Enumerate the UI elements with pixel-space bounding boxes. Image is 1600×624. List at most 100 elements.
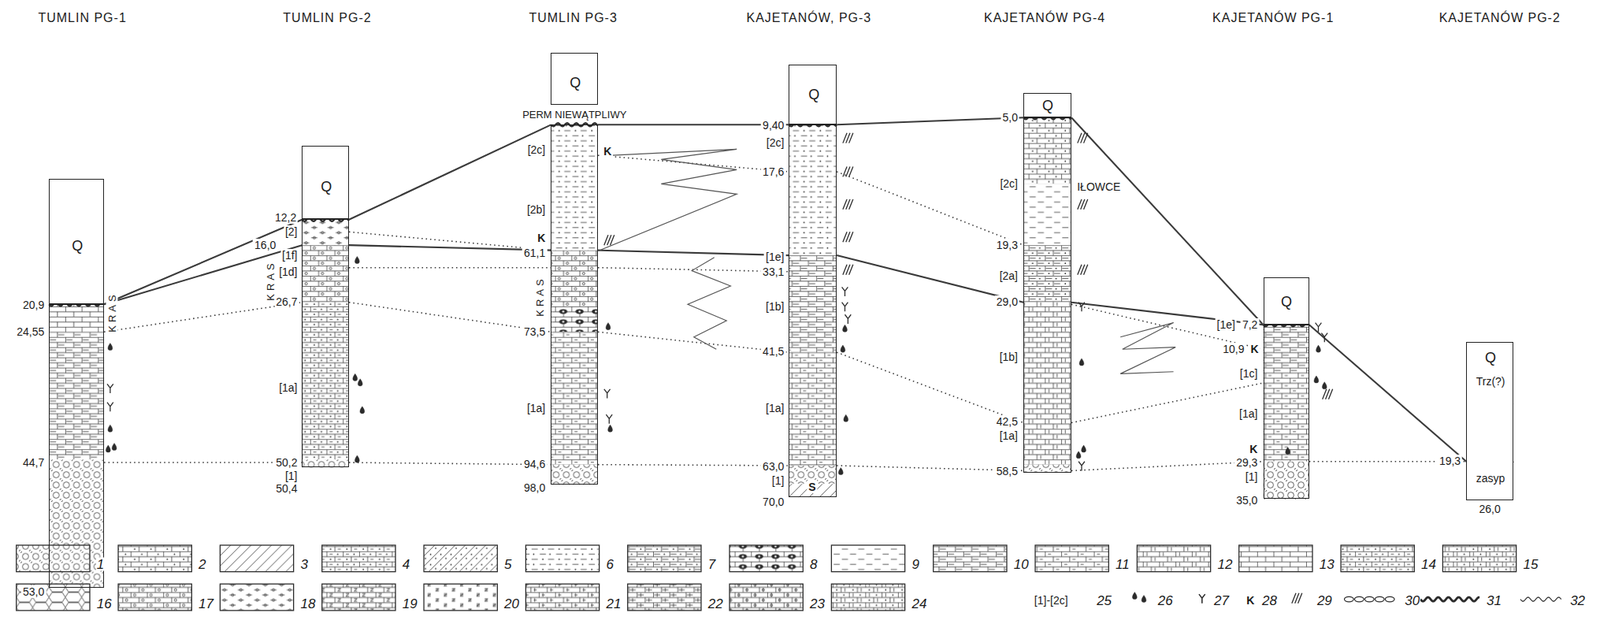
plant-symbol [1077, 133, 1088, 144]
unconformity-line [1420, 597, 1480, 602]
plant-symbol [842, 231, 854, 242]
lithology-fill [1263, 372, 1310, 462]
drop-symbol [352, 373, 358, 381]
layer-name: Q [320, 179, 332, 194]
legend-swatch [1136, 545, 1211, 572]
lithology-fill [1023, 302, 1072, 465]
unit-label: S [806, 480, 817, 494]
dotted-correlation [348, 231, 551, 250]
depth-label: 63,0 [761, 460, 786, 473]
quaternary-box: Q [1023, 92, 1072, 118]
drop-symbol [1321, 382, 1327, 390]
depth-label: 7,2 [1240, 318, 1259, 331]
facies-interfingering [687, 257, 731, 350]
legend-number: 14 [1420, 557, 1437, 572]
unit-label: [1]-[2c] [1032, 593, 1070, 607]
layer-name: Q [569, 75, 581, 90]
lithology-fill [550, 464, 598, 486]
karst-label: KRAS [534, 274, 546, 318]
depth-label: 12,2 [273, 211, 298, 224]
plant-symbol [1291, 593, 1303, 604]
legend-number: 19 [401, 596, 419, 610]
legend-number: 31 [1485, 593, 1503, 607]
legend-number: 6 [605, 557, 614, 572]
unit-label: [1a] [277, 381, 299, 394]
unit-label: [1c] [1238, 367, 1260, 380]
legend-swatch [322, 583, 396, 611]
drop-symbol [107, 424, 113, 432]
concretion-symbol [1354, 596, 1364, 602]
legend-number: 16 [96, 596, 113, 610]
concretion-symbol [1384, 596, 1395, 602]
legend-swatch [831, 583, 905, 611]
legend-number: 4 [401, 557, 411, 572]
drop-symbol [1285, 447, 1291, 455]
legend-number: 10 [1013, 557, 1030, 572]
lithology-fill [550, 250, 598, 307]
correlation-line [103, 245, 302, 305]
legend-number: 11 [1114, 557, 1131, 572]
drop-symbol [357, 378, 363, 387]
legend-swatch [525, 545, 599, 572]
depth-label: 9,40 [761, 118, 786, 132]
legend-number: 21 [605, 596, 622, 610]
depth-label: 26,7 [274, 295, 299, 309]
correlation-line [1309, 324, 1467, 462]
drop-symbol [1076, 451, 1081, 459]
legend-swatch [219, 545, 294, 572]
depth-label: 70,0 [761, 495, 786, 509]
layer-name: zasyp [1476, 472, 1506, 484]
plant-symbol [604, 234, 615, 246]
depth-label: 50,4 [274, 482, 299, 495]
plant-symbol [842, 264, 854, 275]
depth-label: 44,7 [21, 456, 46, 469]
depth-label: 42,5 [994, 415, 1020, 428]
legend-number: 8 [809, 557, 818, 572]
lithology-fill [788, 124, 837, 256]
facies-interfingering [600, 148, 738, 250]
lithology-fill [1263, 461, 1310, 500]
legend-swatch [1035, 545, 1109, 572]
depth-label: 41,5 [761, 345, 786, 358]
legend-swatch [423, 583, 498, 611]
lithology-fill [788, 255, 837, 353]
fossil-symbol [1315, 322, 1322, 333]
drop-symbol [111, 442, 117, 450]
legend-swatch [1442, 545, 1516, 572]
legend-swatch [1340, 545, 1415, 572]
drop-symbol [1081, 445, 1087, 453]
layer-name: Q [1280, 294, 1292, 309]
legend-number: 15 [1522, 557, 1539, 572]
drop-symbol [105, 445, 111, 453]
legend-swatch [729, 545, 803, 572]
correlation-line [1071, 117, 1264, 325]
borehole-name: KAJETANÓW PG-2 [1439, 11, 1561, 25]
unit-label: K [1247, 442, 1259, 456]
legend-swatch [118, 545, 192, 572]
lithology-fill [1023, 117, 1072, 184]
legend-swatch [16, 545, 90, 572]
unit-label: [1] [283, 469, 300, 483]
quaternary-box: Q [788, 64, 837, 125]
legend-number: 17 [197, 596, 215, 610]
correlation-line [103, 219, 302, 305]
lithology-fill [788, 352, 837, 466]
depth-label: 50,2 [274, 456, 299, 469]
depth-label: 33,1 [761, 265, 786, 279]
dotted-correlation [103, 302, 302, 333]
fossil-symbol [1078, 302, 1085, 312]
borehole-column: TUMLIN PG-2 [301, 219, 349, 468]
unconformity-line [1520, 597, 1562, 602]
legend-number: 27 [1213, 593, 1230, 607]
plant-symbol [842, 133, 854, 144]
lithology-fill [550, 124, 598, 250]
legend-number: 5 [503, 557, 513, 572]
fossil-symbol [107, 402, 114, 413]
drop-symbol [354, 256, 360, 264]
unit-label: [2c] [526, 143, 548, 156]
borehole-column: KAJETANÓW PG-2QTrz(?)zasyp [1466, 341, 1514, 501]
drop-symbol [360, 406, 365, 414]
legend-swatch [933, 545, 1007, 572]
legend-swatch [525, 583, 599, 611]
quaternary-box: Q [550, 52, 598, 105]
